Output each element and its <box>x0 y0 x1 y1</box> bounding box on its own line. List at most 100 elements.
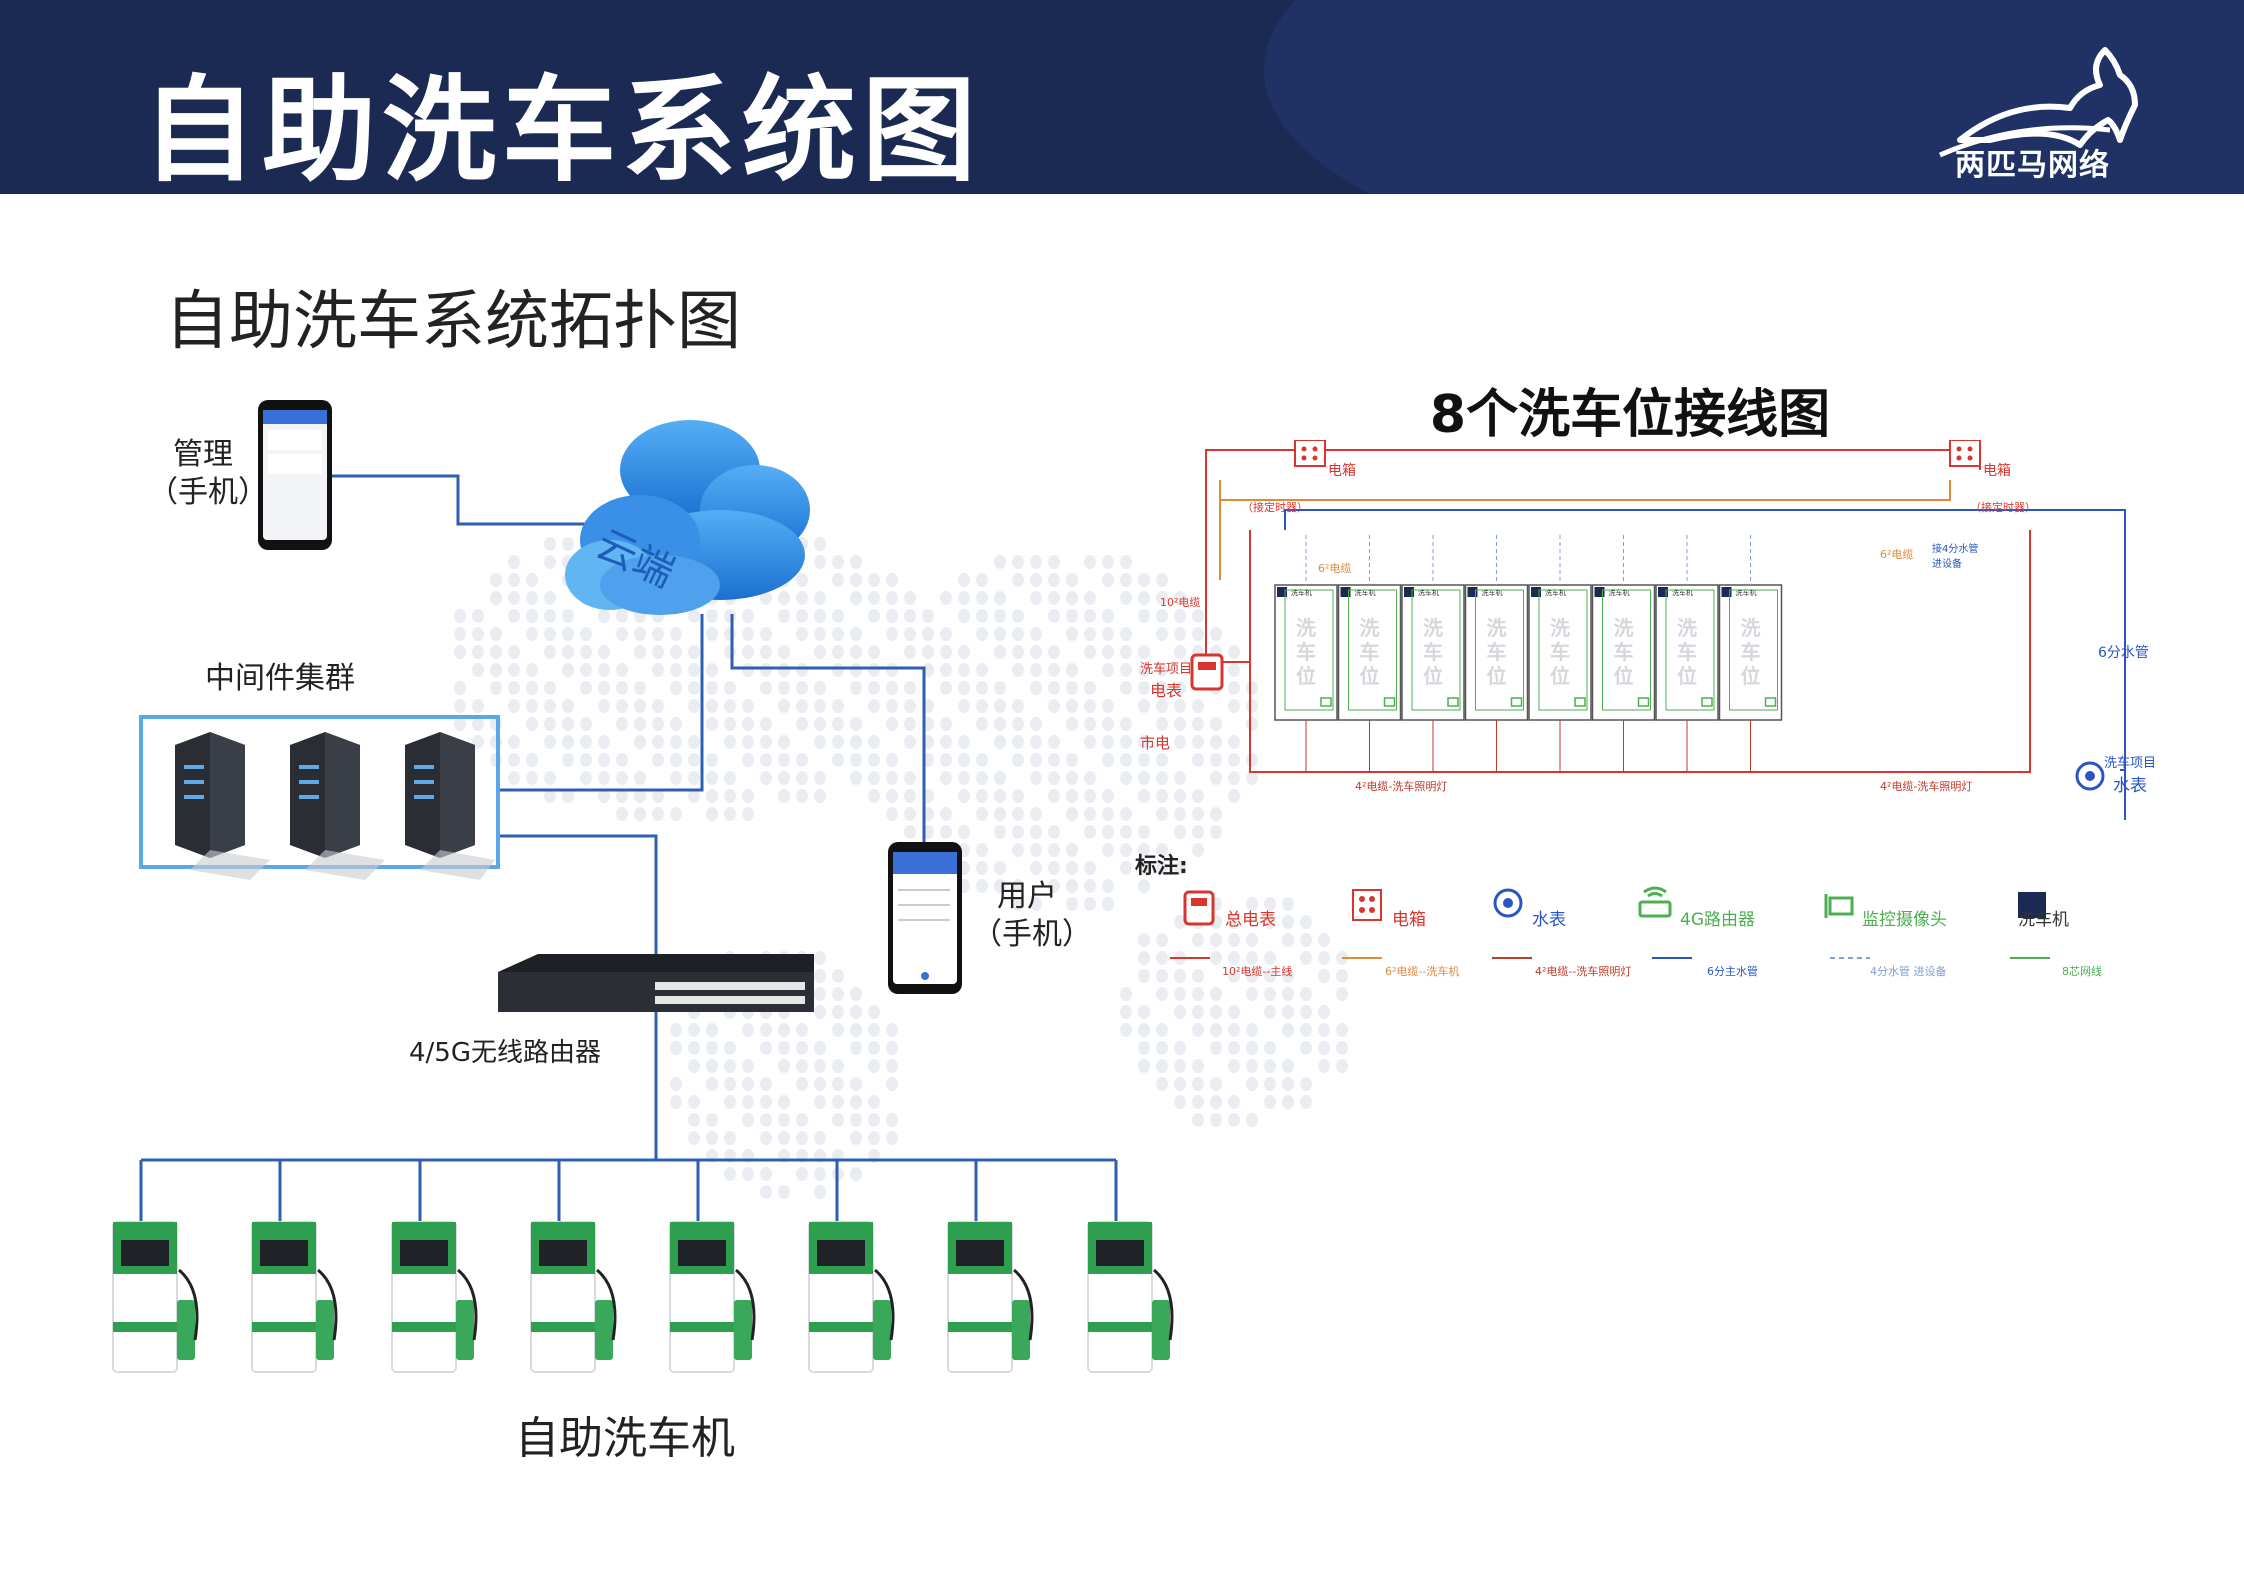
map-dot <box>562 753 574 767</box>
map-dot <box>868 1113 880 1127</box>
map-dot <box>508 645 520 659</box>
wiring-diagram: 洗车机洗车位洗车机洗车位洗车机洗车位洗车机洗车位洗车机洗车位洗车机洗车位洗车机洗… <box>1190 440 2126 820</box>
map-dot <box>1084 627 1096 641</box>
map-dot <box>1066 717 1078 731</box>
map-dot <box>526 609 538 623</box>
manager-label-main: 管理 <box>173 437 233 472</box>
map-dot <box>832 987 844 1001</box>
map-dot <box>1192 1059 1204 1073</box>
map-dot <box>1102 645 1114 659</box>
map-dot <box>850 735 862 749</box>
map-dot <box>814 555 826 569</box>
map-dot <box>760 753 772 767</box>
car-wash-machine-icon <box>391 1221 478 1373</box>
map-dot <box>1138 843 1150 857</box>
map-dot <box>1030 897 1042 911</box>
map-dot <box>994 807 1006 821</box>
map-dot <box>796 573 808 587</box>
map-dot <box>886 771 898 785</box>
map-dot <box>688 699 700 713</box>
map-dot <box>868 1023 880 1037</box>
map-dot <box>976 663 988 677</box>
map-dot <box>1228 681 1240 695</box>
map-dot <box>1102 717 1114 731</box>
map-dot <box>634 627 646 641</box>
map-dot <box>580 771 592 785</box>
map-dot <box>688 1041 700 1055</box>
map-dot <box>1228 645 1240 659</box>
map-dot <box>850 753 862 767</box>
map-dot <box>472 609 484 623</box>
map-dot <box>904 717 916 731</box>
map-dot <box>1156 753 1168 767</box>
svg-text:车: 车 <box>1614 640 1634 664</box>
cable-6-right: 6²电缆 <box>1880 548 1914 561</box>
legend-item-total-meter: 总电表 <box>1225 910 1276 930</box>
map-dot <box>544 717 556 731</box>
cable-6-left: 6²电缆 <box>1318 562 1352 575</box>
map-dot <box>1012 825 1024 839</box>
map-dot <box>1228 1113 1240 1127</box>
map-dot <box>1264 969 1276 983</box>
map-dot <box>1300 1095 1312 1109</box>
map-dot <box>994 555 1006 569</box>
map-dot <box>1012 699 1024 713</box>
map-dot <box>562 663 574 677</box>
map-dot <box>1012 573 1024 587</box>
map-dot <box>1138 969 1150 983</box>
map-dot <box>1120 753 1132 767</box>
map-dot <box>940 627 952 641</box>
map-dot <box>1012 753 1024 767</box>
map-dot <box>688 681 700 695</box>
map-dot <box>1048 789 1060 803</box>
map-dot <box>1066 789 1078 803</box>
topology-diagram <box>112 400 1174 1373</box>
map-dot <box>1282 897 1294 911</box>
map-dot <box>1318 1023 1330 1037</box>
electric-box-icon <box>1352 889 1382 921</box>
meter-label-top: 洗车项目 <box>1140 662 1193 677</box>
map-dot <box>652 627 664 641</box>
map-dot <box>1066 861 1078 875</box>
map-dot <box>1138 771 1150 785</box>
map-dot <box>1282 933 1294 947</box>
map-dot <box>940 771 952 785</box>
washer-row <box>112 1221 1174 1373</box>
map-dot <box>778 753 790 767</box>
map-dot <box>796 1077 808 1091</box>
map-dot <box>472 645 484 659</box>
map-dot <box>778 771 790 785</box>
map-dot <box>706 717 718 731</box>
map-dot <box>652 699 664 713</box>
map-dot <box>544 627 556 641</box>
map-dot <box>688 1095 700 1109</box>
map-dot <box>1300 933 1312 947</box>
map-dot <box>670 627 682 641</box>
meter-label: 洗车项目 电表 <box>1140 658 1192 701</box>
map-dot <box>670 1095 682 1109</box>
map-dot <box>1066 627 1078 641</box>
map-dot <box>724 1131 736 1145</box>
map-dot <box>616 663 628 677</box>
map-dot <box>1102 573 1114 587</box>
legend-line-label: 4²电缆--洗车照明灯 <box>1535 965 1632 978</box>
map-dot <box>994 591 1006 605</box>
map-dot <box>994 879 1006 893</box>
map-dot <box>1048 861 1060 875</box>
user-label-sub: （手机） <box>972 917 1092 952</box>
box-label-left: 电箱 <box>1328 463 1356 479</box>
map-dot <box>1048 699 1060 713</box>
map-dot <box>1102 879 1114 893</box>
map-dot <box>1102 825 1114 839</box>
map-dot <box>850 591 862 605</box>
map-dot <box>1012 897 1024 911</box>
map-dot <box>508 591 520 605</box>
map-dot <box>976 681 988 695</box>
car-wash-machine-icon <box>808 1221 895 1373</box>
box-label-right: 电箱 <box>1983 463 2011 479</box>
map-dot <box>544 645 556 659</box>
map-dot <box>688 735 700 749</box>
map-dot <box>562 537 574 551</box>
